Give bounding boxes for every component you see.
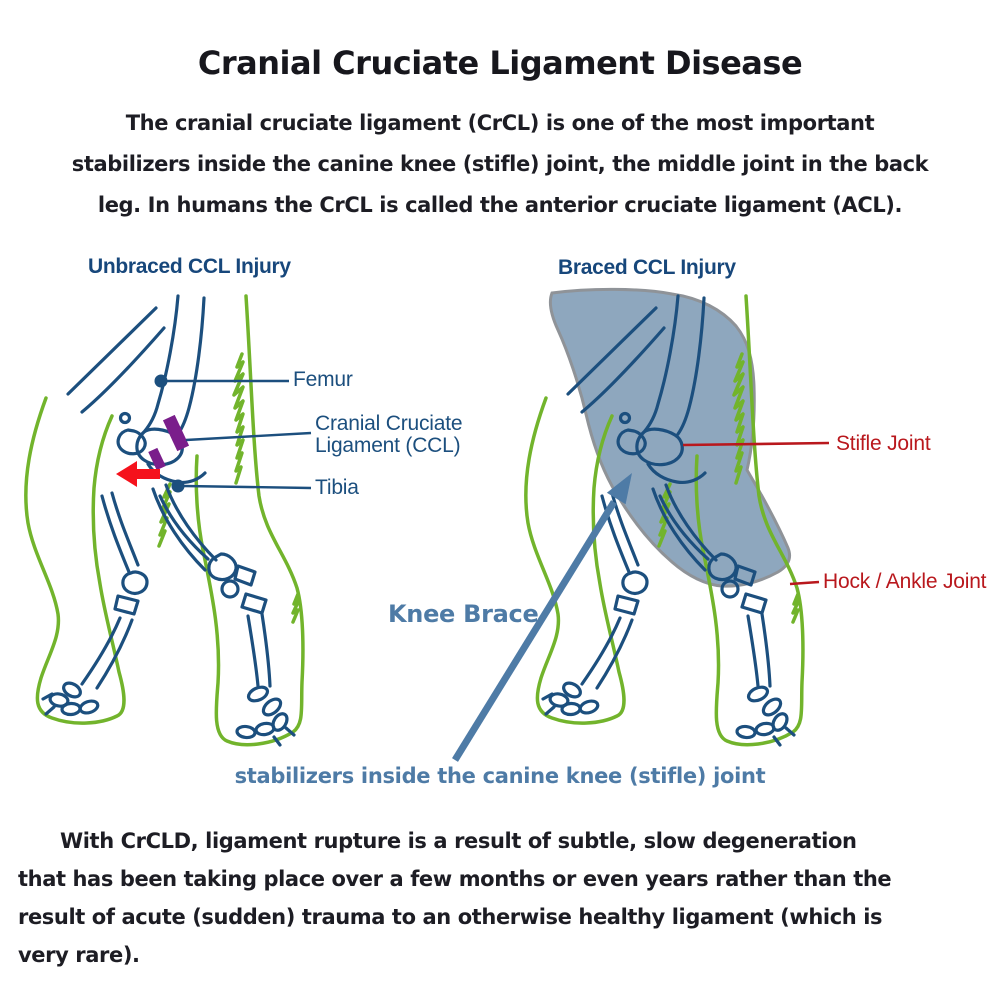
outro-line: that has been taking place over a few mo… [18, 867, 892, 891]
femur-leader [154, 374, 289, 388]
outro-line: With CrCLD, ligament rupture is a result… [60, 829, 857, 853]
tibia-leader [171, 479, 312, 493]
unbraced-dog-art [24, 294, 305, 747]
unbraced-diagram-heading: Unbraced CCL Injury [88, 255, 291, 278]
outro-line: result of acute (sudden) trauma to an ot… [18, 905, 883, 929]
ccl-label-line1: Cranial Cruciate [315, 412, 463, 435]
intro-line: The cranial cruciate ligament (CrCL) is … [125, 111, 875, 135]
tibia-label: Tibia [315, 476, 359, 499]
tibial-thrust-arrow [116, 461, 160, 487]
femur-label: Femur [293, 368, 353, 391]
ccl-label-line2: Ligament (CCL) [315, 434, 461, 457]
knee-brace-label: Knee Brace [388, 600, 539, 628]
intro-line: leg. In humans the CrCL is called the an… [97, 193, 903, 217]
outro-paragraph: With CrCLD, ligament rupture is a result… [18, 822, 982, 974]
ccl-leader [185, 431, 312, 442]
stifle-leader [682, 441, 830, 447]
knee-brace-pointer [452, 473, 632, 762]
page-title: Cranial Cruciate Ligament Disease [197, 44, 803, 82]
intro-line: stabilizers inside the canine knee (stif… [71, 152, 929, 176]
torn-ligament-marker [148, 414, 190, 471]
ccl-label: Cranial Cruciate Ligament (CCL) [315, 412, 463, 457]
outro-line: very rare). [18, 943, 140, 967]
braced-diagram-heading: Braced CCL Injury [558, 256, 736, 279]
stifle-caption: stabilizers inside the canine knee (stif… [234, 764, 766, 788]
intro-paragraph: The cranial cruciate ligament (CrCL) is … [0, 103, 1000, 226]
stifle-joint-label: Stifle Joint [836, 432, 931, 455]
knee-brace-overlay [548, 287, 792, 588]
hock-leader [789, 580, 820, 586]
hock-ankle-joint-label: Hock / Ankle Joint [823, 570, 987, 593]
